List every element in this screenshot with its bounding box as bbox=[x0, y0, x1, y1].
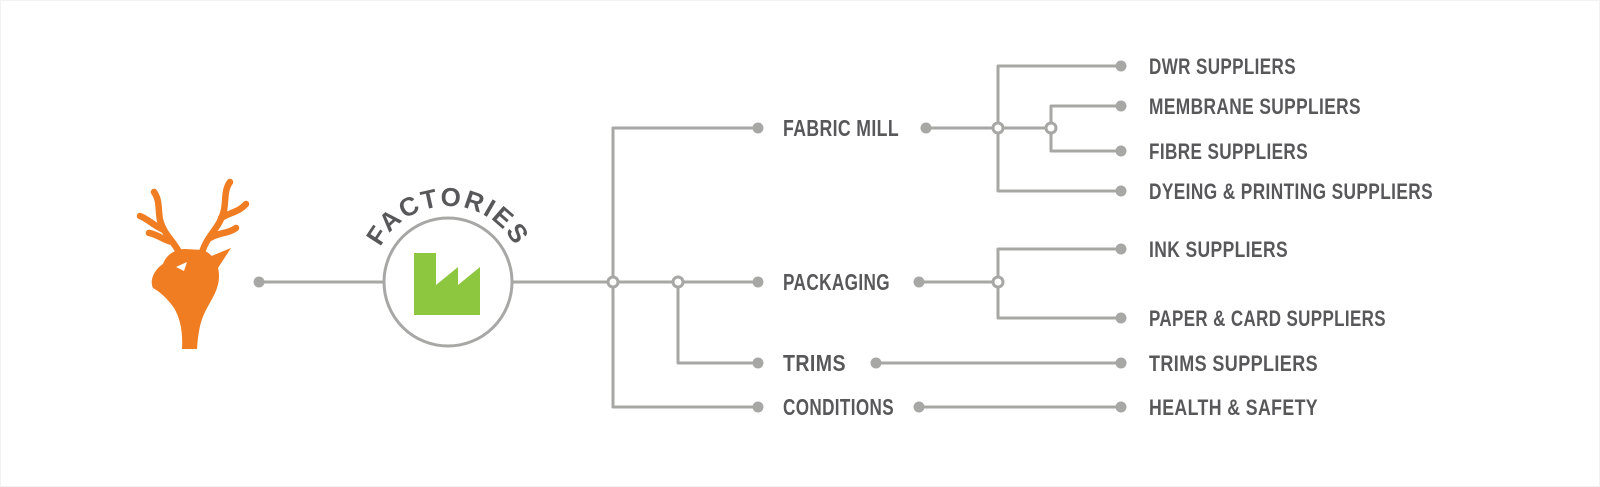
supplier-label-fibre: FIBRE SUPPLIERS bbox=[1149, 139, 1308, 164]
supplier-label-dyeing-printing: DYEING & PRINTING SUPPLIERS bbox=[1149, 179, 1433, 204]
supplier-label-dwr: DWR SUPPLIERS bbox=[1149, 54, 1296, 79]
node-dot bbox=[1115, 243, 1127, 255]
junction-node bbox=[671, 275, 685, 289]
edge-ink bbox=[996, 247, 1123, 284]
edge-membrane bbox=[1049, 104, 1123, 130]
node-dot bbox=[913, 401, 925, 413]
supplier-labels: DWR SUPPLIERS MEMBRANE SUPPLIERS FIBRE S… bbox=[1149, 54, 1433, 420]
endpoint-dots bbox=[253, 60, 1127, 413]
junction-node bbox=[991, 275, 1005, 289]
branch-label-trims: TRIMS bbox=[783, 350, 846, 376]
factories-node: FACTORIES bbox=[360, 182, 534, 348]
node-dot bbox=[1115, 100, 1127, 112]
edge-fibre bbox=[1049, 126, 1123, 153]
supplier-label-ink: INK SUPPLIERS bbox=[1149, 237, 1288, 262]
node-dot bbox=[913, 276, 925, 288]
node-dot bbox=[1115, 145, 1127, 157]
branch-label-fabric-mill: FABRIC MILL bbox=[783, 115, 899, 141]
node-dot bbox=[752, 276, 764, 288]
node-dot bbox=[752, 357, 764, 369]
edge-trims bbox=[676, 280, 760, 365]
branch-label-conditions: CONDITIONS bbox=[783, 394, 894, 420]
junction-nodes bbox=[606, 121, 1058, 289]
node-dot bbox=[752, 122, 764, 134]
edge-dwr bbox=[996, 64, 1123, 130]
supplier-label-paper-card: PAPER & CARD SUPPLIERS bbox=[1149, 306, 1386, 331]
junction-node bbox=[1044, 121, 1058, 135]
node-dot bbox=[752, 401, 764, 413]
edge-conditions bbox=[611, 280, 760, 409]
supplier-label-health-safety: HEALTH & SAFETY bbox=[1149, 395, 1318, 420]
edge-fabric-mill bbox=[611, 126, 760, 284]
connector-lines bbox=[257, 64, 1123, 409]
node-dot bbox=[1115, 185, 1127, 197]
deer-eye bbox=[176, 262, 187, 271]
supplier-label-trims: TRIMS SUPPLIERS bbox=[1149, 351, 1318, 376]
supplier-label-membrane: MEMBRANE SUPPLIERS bbox=[1149, 94, 1361, 119]
deer-ear bbox=[209, 248, 231, 271]
factory-icon bbox=[414, 253, 480, 315]
branch-label-packaging: PACKAGING bbox=[783, 269, 890, 295]
branch-labels: FABRIC MILL PACKAGING TRIMS CONDITIONS bbox=[783, 115, 899, 420]
deer-antlers bbox=[136, 178, 250, 258]
node-dot bbox=[870, 357, 882, 369]
junction-node bbox=[606, 275, 620, 289]
junction-node bbox=[991, 121, 1005, 135]
edge-paper-card bbox=[996, 280, 1123, 320]
node-dot bbox=[1115, 357, 1127, 369]
node-dot bbox=[1115, 401, 1127, 413]
node-dot bbox=[253, 276, 265, 288]
deer-head bbox=[151, 249, 219, 349]
node-dot bbox=[1115, 312, 1127, 324]
node-dot bbox=[920, 122, 932, 134]
edge-dyeing bbox=[996, 126, 1123, 193]
deer-logo bbox=[136, 178, 250, 349]
node-dot bbox=[1115, 60, 1127, 72]
